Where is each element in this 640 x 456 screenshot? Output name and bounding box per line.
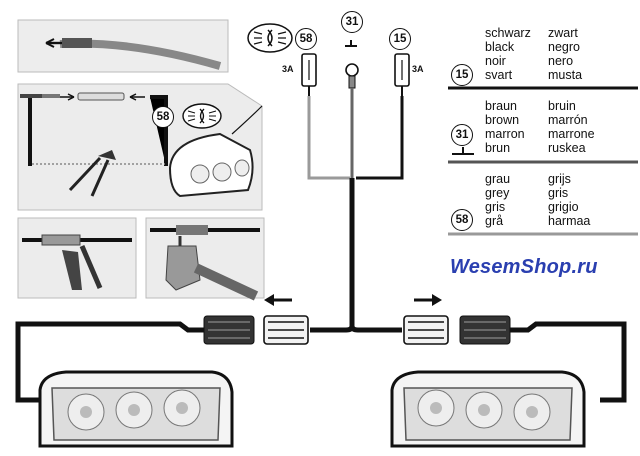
wire-black — [356, 96, 404, 180]
connector-right — [403, 315, 627, 403]
legend-text: gris — [548, 186, 569, 200]
legend-text: marrón — [548, 113, 588, 127]
ground-ring-terminal — [345, 40, 359, 89]
legend-text: svart — [485, 68, 513, 82]
legend-58-names: grau grey gris grå — [485, 172, 510, 228]
legend-text: grijs — [548, 172, 571, 186]
terminal-31-label: 31 — [341, 11, 363, 33]
legend-15-names: schwarz black noir svart — [485, 26, 531, 82]
wire-grey — [307, 96, 350, 180]
legend-31-names-2: bruin marrón marrone ruskea — [548, 99, 595, 155]
legend-text: black — [485, 40, 515, 54]
cable-end-detail — [17, 19, 229, 73]
legend-58-names-2: grijs gris grigio harmaa — [548, 172, 590, 228]
fog-lamp-right — [390, 370, 586, 448]
terminal-58-label: 58 — [295, 28, 317, 50]
legend-text: marrone — [548, 127, 595, 141]
fog-light-symbol-icon — [247, 23, 293, 53]
harness-trunk — [345, 178, 355, 333]
wire-to-left-lamp — [15, 321, 110, 403]
legend-text: grigio — [548, 200, 579, 214]
legend-15-names-2: zwart negro nero musta — [548, 26, 582, 82]
fuse-right-rating: 3A — [412, 64, 424, 74]
ground-symbol-icon — [452, 147, 474, 155]
legend-text: musta — [548, 68, 583, 82]
legend-text: schwarz — [485, 26, 531, 40]
legend-text: grå — [485, 214, 504, 228]
arrow-left-icon — [264, 294, 292, 306]
legend-text: grey — [485, 186, 510, 200]
fuse-left-rating: 3A — [282, 64, 294, 74]
crimp-detail-panel — [17, 217, 137, 299]
legend-31-names: braun brown marron brun — [485, 99, 525, 155]
legend-text: noir — [485, 54, 506, 68]
watermark: WesemShop.ru — [450, 256, 598, 278]
legend-text: braun — [485, 99, 517, 113]
legend-text: gris — [485, 200, 506, 214]
legend-text: ruskea — [548, 141, 586, 155]
fuse-right — [394, 53, 410, 98]
legend-15-code: 15 — [451, 64, 473, 86]
legend-text: marron — [485, 127, 525, 141]
connector-left — [110, 315, 309, 345]
legend-text: negro — [548, 40, 580, 54]
detail-terminal-58-label: 58 — [152, 106, 174, 128]
harness-right — [349, 325, 402, 333]
arrow-right-icon — [414, 294, 442, 306]
fog-lamp-left — [38, 370, 234, 448]
legend-text: zwart — [548, 26, 578, 40]
legend-text: harmaa — [548, 214, 591, 228]
splice-detail-panel — [17, 83, 263, 211]
fuse-left — [301, 53, 317, 98]
legend-58-code: 58 — [451, 209, 473, 231]
fog-light-symbol-icon — [182, 103, 222, 129]
heat-shrink-detail-panel — [145, 217, 265, 301]
legend-text: brun — [485, 141, 511, 155]
legend-text: bruin — [548, 99, 576, 113]
legend-text: brown — [485, 113, 520, 127]
terminal-15-label: 15 — [389, 28, 411, 50]
legend-text: grau — [485, 172, 511, 186]
legend-31-code: 31 — [451, 124, 473, 146]
legend-text: nero — [548, 54, 574, 68]
